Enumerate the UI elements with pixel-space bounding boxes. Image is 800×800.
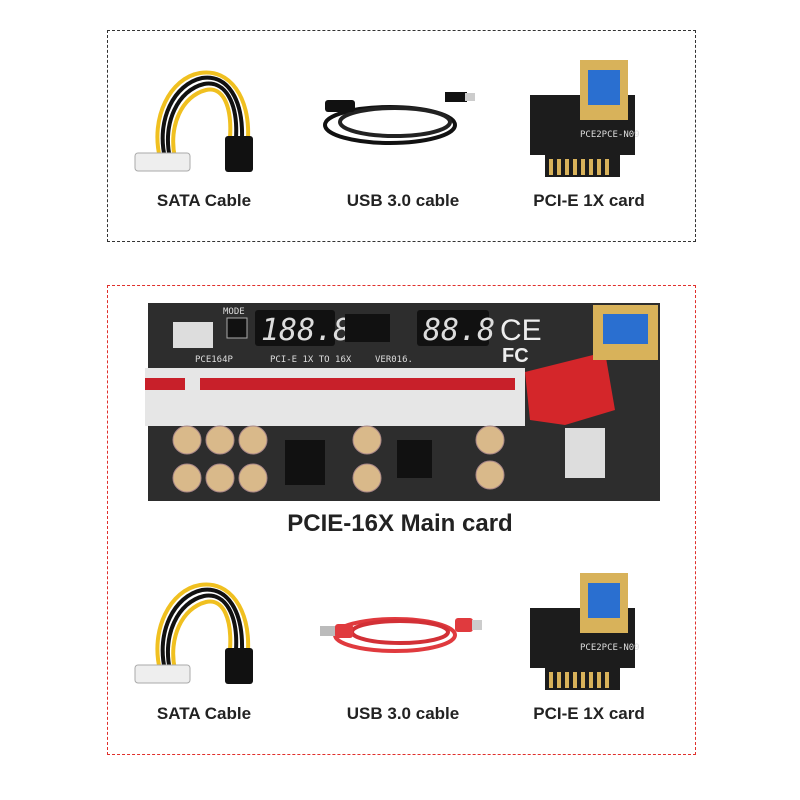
ce-mark: CE: [500, 314, 542, 347]
sata-cable-label: SATA Cable: [156, 704, 252, 723]
mode-label: MODE: [223, 307, 245, 317]
fc-mark: FC: [502, 345, 529, 367]
model-silkscreen: PCE164P: [195, 355, 234, 365]
main-card-label: PCIE-16X Main card: [287, 510, 513, 537]
pcie-card-label: PCI-E 1X card: [533, 191, 645, 210]
pcie-1x-card-image: PCE2PCE-N09: [530, 573, 640, 690]
pcie-card-label: PCI-E 1X card: [533, 704, 645, 723]
usb-cable-label: USB 3.0 cable: [346, 191, 460, 210]
description-silkscreen: PCI-E 1X TO 16X: [270, 355, 352, 365]
card-silkscreen: PCE2PCE-N09: [580, 643, 640, 653]
bottom-kit-frame: [107, 285, 696, 755]
usb-cable-black-image: [323, 92, 475, 145]
pcie-16x-main-card-image: MODE 188.8 88.8 CE FC PCE164P PCI-E 1X T…: [145, 303, 660, 501]
version-silkscreen: VER016.: [375, 355, 413, 365]
card-silkscreen: PCE2PCE-N09: [580, 130, 640, 140]
sata-cable-image: [134, 70, 253, 172]
sata-cable-label: SATA Cable: [156, 191, 252, 210]
pcie-1x-card-image: PCE2PCE-N09: [530, 60, 640, 177]
sata-cable-image: [134, 582, 253, 684]
left-display: 188.8: [261, 313, 351, 348]
usb-cable-label: USB 3.0 cable: [346, 704, 460, 723]
top-accessories-frame: [107, 30, 696, 242]
usb-cable-red-image: [320, 617, 482, 653]
right-display: 88.8: [423, 313, 495, 348]
